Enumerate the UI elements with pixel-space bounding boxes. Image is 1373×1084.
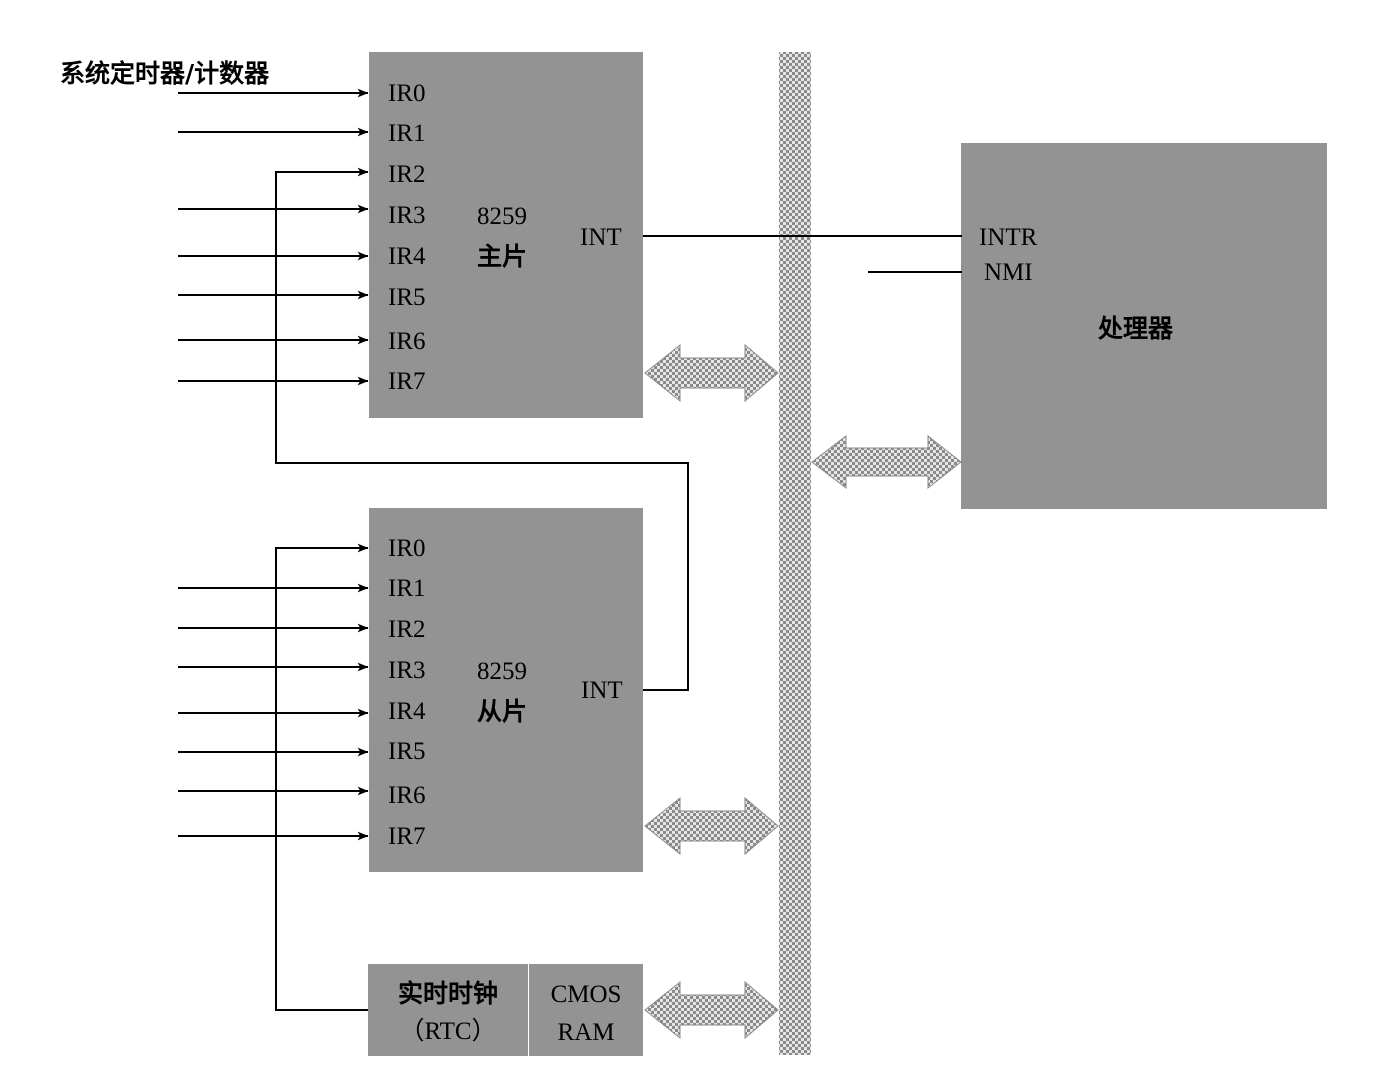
master-ir-label: IR2 — [388, 161, 426, 188]
processor-bus-arrow — [811, 434, 962, 490]
master-int-label: INT — [580, 224, 622, 251]
cascade-line — [275, 167, 689, 691]
slave-ir-label: IR7 — [388, 823, 426, 850]
system-bus — [779, 52, 811, 1055]
rtc-block — [368, 964, 528, 1056]
slave-role-label: 从片 — [477, 697, 527, 726]
slave-ir-label: IR5 — [388, 738, 426, 765]
master-ir-label: IR6 — [388, 328, 426, 355]
master-chip-name: 8259 — [477, 203, 527, 230]
rtc-label-line2: （RTC） — [399, 1017, 496, 1045]
timer-label: 系统定时器/计数器 — [60, 59, 270, 88]
processor-title: 处理器 — [1097, 314, 1174, 343]
master-ir-label: IR5 — [388, 284, 426, 311]
master-ir-label: IR7 — [388, 368, 426, 395]
master-ir-label: IR4 — [388, 243, 426, 270]
slave-ir-inputs — [178, 583, 369, 841]
master-ir-label: IR0 — [388, 80, 426, 107]
processor-block — [961, 143, 1327, 509]
slave-chip-name: 8259 — [477, 658, 527, 685]
cmos-bus-arrow — [644, 980, 779, 1040]
master-ir-label: IR3 — [388, 202, 426, 229]
slave-8259-block — [369, 508, 643, 872]
slave-ir-label: IR2 — [388, 616, 426, 643]
nmi-label: NMI — [984, 259, 1033, 286]
master-role-label: 主片 — [477, 242, 527, 271]
master-ir-inputs — [178, 88, 369, 386]
cmos-label-line2: RAM — [558, 1019, 615, 1046]
slave-ir-label: IR1 — [388, 575, 426, 602]
slave-bus-arrow — [644, 796, 779, 856]
master-ir-label: IR1 — [388, 120, 426, 147]
master-8259-block — [369, 52, 643, 418]
slave-ir-label: IR6 — [388, 782, 426, 809]
intr-label: INTR — [979, 224, 1038, 251]
rtc-label-line1: 实时时钟 — [398, 979, 498, 1008]
slave-ir-label: IR0 — [388, 535, 426, 562]
cmos-label-line1: CMOS — [551, 981, 622, 1008]
cmos-ram-block — [529, 964, 643, 1056]
slave-ir-label: IR4 — [388, 698, 426, 725]
slave-int-label: INT — [581, 677, 623, 704]
rtc-irq-line — [275, 543, 369, 1011]
slave-ir-label: IR3 — [388, 657, 426, 684]
master-bus-arrow — [644, 343, 779, 403]
